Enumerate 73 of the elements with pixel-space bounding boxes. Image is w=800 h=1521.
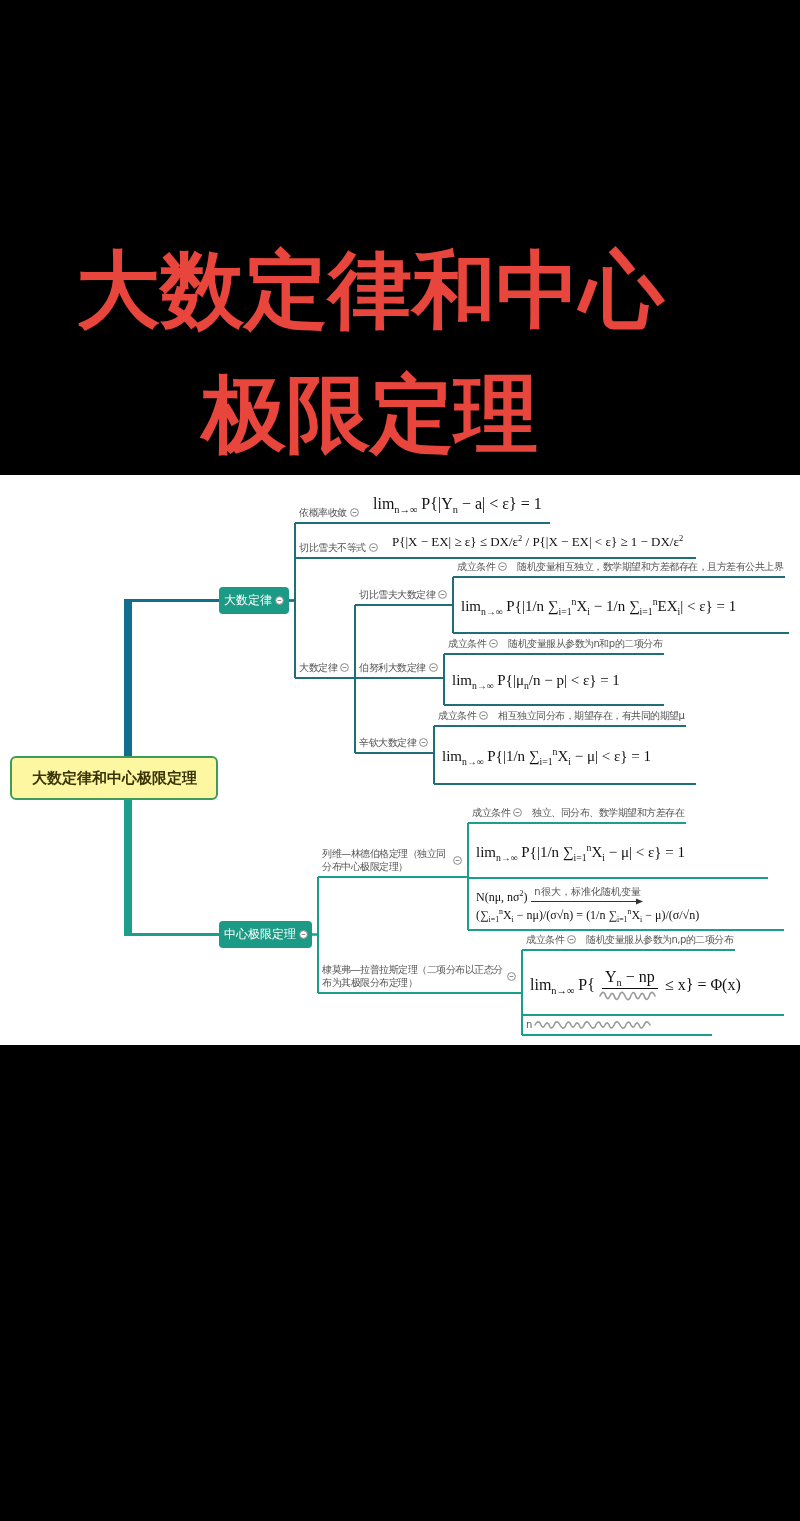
formula: lim$_{n→∞}$ P{|Y$_{n}$ − a| < ε} = 1	[373, 493, 542, 515]
topic-label: 成立条件	[526, 933, 564, 946]
topic-label: 伯努利大数定律	[359, 661, 426, 674]
topic-label: 成立条件	[457, 560, 495, 573]
main-topic-box	[219, 921, 312, 948]
underlined-topic	[468, 804, 524, 824]
underlined-topic	[318, 845, 464, 878]
connector-line	[350, 677, 356, 754]
underlined-topic	[582, 931, 736, 951]
formula: P{|X − EX| ≥ ε} ≤ DX/ε$^{2}$ / P{|X − EX| < ε} ≥ 1 − DX/ε$^{2}$	[392, 533, 684, 551]
underlined-topic	[295, 659, 351, 679]
topic-label: 随机变量相互独立，数学期望和方差都存在，且方差有公共上界	[517, 560, 783, 573]
trunk-connector	[124, 800, 219, 936]
formula: lim$_{n→∞}$ P{|μ$_{n}$/n − p| < ε} = 1	[452, 671, 620, 691]
formula: N(nμ, nσ$^{2}$)	[476, 889, 528, 906]
formula: lim$_{n→∞}$ P{|1/n ∑$_{i=1}$$^{n}$X$_{i}$ − μ| < ε} = 1	[476, 843, 685, 863]
topic-label: 成立条件	[448, 637, 486, 650]
underlined-topic	[504, 635, 665, 655]
arrow-label: n很大，标准化随机变量	[534, 886, 641, 899]
underlined-topic	[318, 961, 518, 994]
topic-label: 切比雪夫不等式	[299, 541, 366, 554]
page-title: 大数定律和中心极限定理	[75, 240, 666, 465]
underlined-topic	[494, 707, 687, 727]
underlined-topic	[513, 558, 785, 578]
central-topic-box	[10, 756, 218, 800]
formula: lim$_{n→∞}$ P{|1/n ∑$_{i=1}$$^{n}$X$_{i}$ − μ| < ε} = 1	[442, 747, 651, 767]
formula: (∑$_{i=1}$$^{n}$X$_{i}$ − nμ)/(σ√n) = (1/n ∑$_{i=1}$$^{n}$X$_{i}$ − μ)/(σ/√n)	[476, 908, 700, 923]
topic-label: n	[526, 1018, 532, 1031]
topic-label: 中心极限定理	[223, 926, 296, 943]
underlined-topic	[295, 504, 361, 524]
main-topic-box	[219, 587, 289, 614]
underlined-topic	[444, 635, 500, 655]
connector-line	[577, 949, 583, 951]
connector-line	[517, 992, 523, 1036]
connector-line	[311, 933, 319, 994]
connector-line	[429, 752, 435, 785]
topic-label: 大数定律	[299, 661, 337, 674]
topic-label: 大数定律和中心极限定理	[31, 768, 197, 788]
connector-line	[360, 522, 366, 524]
formula: Y$_{n}$ − np	[602, 967, 658, 989]
underlined-topic	[453, 558, 509, 578]
formula: lim$_{n→∞}$ P{	[530, 974, 595, 996]
topic-label: 辛钦大数定律	[359, 736, 416, 749]
formula: ≤ x} = Φ(x)	[664, 974, 741, 996]
connector-line	[379, 557, 385, 559]
connector-line	[489, 725, 495, 727]
trunk-connector	[124, 599, 219, 756]
connector-line	[523, 822, 529, 824]
formula: lim$_{n→∞}$ P{|1/n ∑$_{i=1}$$^{n}$X$_{i}$ − 1/n ∑$_{i=1}$$^{n}$EX$_{i}$| < ε} = 1	[461, 597, 737, 617]
underlined-topic	[355, 586, 449, 606]
connector-line	[499, 653, 505, 655]
connector-line	[448, 604, 454, 634]
topic-label: 随机变量服从参数为n,p的二项分布	[586, 933, 734, 946]
connector-line	[439, 677, 445, 706]
topic-label: 成立条件	[472, 806, 510, 819]
underlined-topic	[434, 707, 490, 727]
topic-label: 相互独立同分布，期望存在，有共同的期望μ	[498, 709, 685, 722]
topic-label: 成立条件	[438, 709, 476, 722]
connector-line	[288, 599, 296, 679]
underlined-topic	[528, 804, 686, 824]
topic-label: 依概率收敛	[299, 506, 347, 519]
topic-label: 切比雪夫大数定律	[359, 588, 435, 601]
topic-label: 棣莫弗—拉普拉斯定理（二项分布以正态分布为其极限分布定理）	[322, 963, 504, 989]
topic-label: 独立、同分布、数学期望和方差存在	[532, 806, 684, 819]
topic-label: 列维—林德伯格定理（独立同分布中心极限定理）	[322, 847, 447, 873]
connector-line	[463, 876, 469, 931]
topic-label: 随机变量服从参数为n和p的二项分布	[508, 637, 663, 650]
underlined-topic	[355, 734, 430, 754]
connector-line	[508, 576, 514, 578]
underlined-topic	[355, 659, 440, 679]
topic-label: 大数定律	[224, 592, 272, 609]
underlined-topic	[295, 539, 380, 559]
underlined-topic	[522, 931, 578, 951]
